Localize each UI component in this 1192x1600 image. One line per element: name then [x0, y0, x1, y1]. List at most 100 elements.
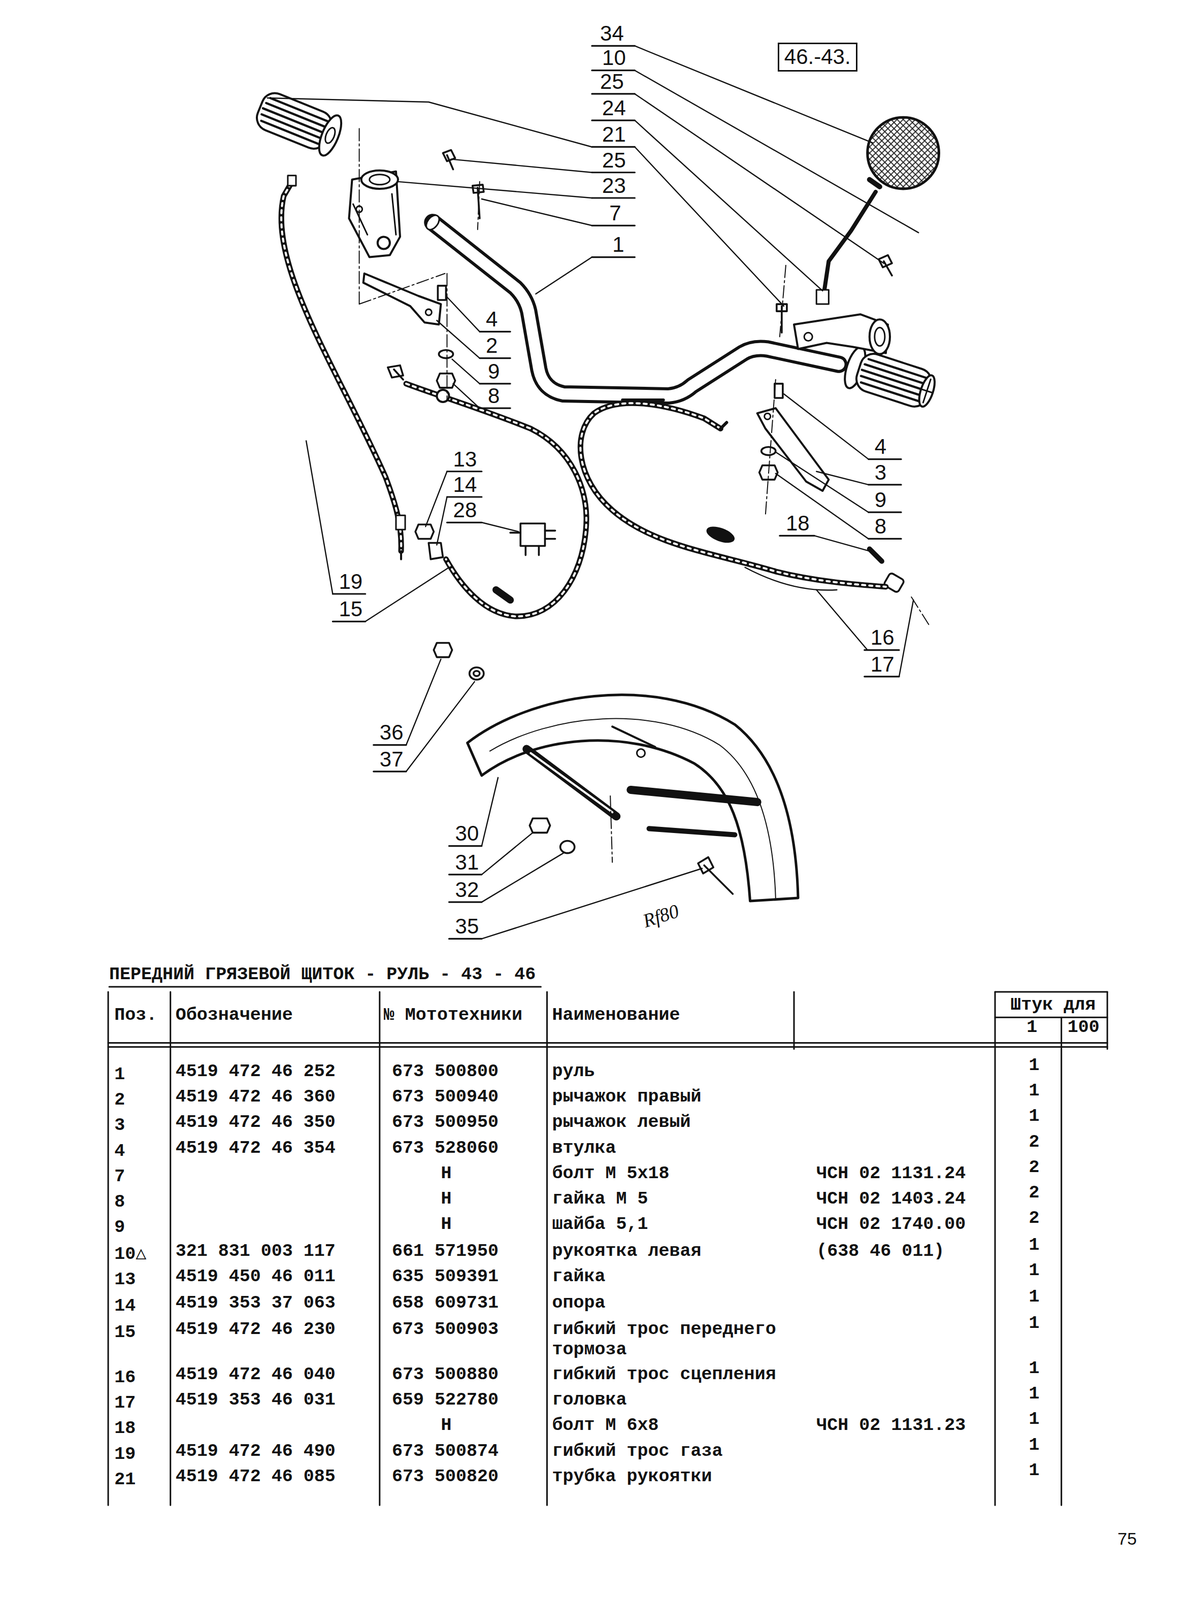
table-cell: Н: [440, 1188, 452, 1210]
right-grip: [840, 344, 940, 414]
table-cell: 19: [114, 1444, 136, 1465]
table-cell: 9: [114, 1217, 125, 1238]
table-cell: 673 500874: [391, 1441, 499, 1462]
table-cell: 16: [114, 1367, 136, 1388]
table-cell: ЧСН 02 1740.00: [816, 1214, 966, 1235]
callout-number: 2: [485, 334, 498, 358]
callout-number: 34: [600, 21, 624, 46]
table-cell: 661 571950: [391, 1241, 499, 1262]
table-cell: 673 528060: [391, 1138, 499, 1159]
table-cell: 673 500940: [391, 1086, 499, 1108]
table-cell: 1: [1028, 1080, 1040, 1102]
table-cell: 4519 472 46 252: [175, 1061, 336, 1082]
callout-number: 18: [785, 511, 810, 536]
table-cell: 1: [1028, 1383, 1040, 1405]
table-cell: 1: [1028, 1460, 1040, 1481]
table-cell: рычажок левый: [552, 1112, 791, 1133]
table-cell: болт М 6х8: [552, 1415, 791, 1436]
callout-number: 3: [874, 460, 887, 485]
callout-number: 4: [485, 307, 498, 331]
table-cell: 1: [1028, 1313, 1040, 1334]
table-cell: 673 500950: [391, 1112, 499, 1133]
table-cell: 13: [114, 1269, 136, 1290]
table-cell: 1: [1028, 1055, 1040, 1076]
callout-number: 35: [455, 914, 480, 939]
table-cell: 673 500880: [391, 1364, 499, 1385]
table-cell: 659 522780: [391, 1389, 499, 1411]
mirror: [816, 117, 939, 305]
table-cell: 7: [114, 1166, 125, 1187]
table-cell: 4519 472 46 040: [175, 1364, 336, 1385]
handlebar: [423, 212, 840, 401]
table-cell: 4519 472 46 350: [175, 1112, 336, 1133]
table-cell: 4519 472 46 360: [175, 1086, 336, 1108]
table-header: 100: [1067, 1017, 1100, 1038]
callout-number: 14: [453, 473, 478, 497]
table-cell: Н: [440, 1415, 452, 1436]
table-cell: 18: [114, 1418, 136, 1439]
table-cell: 10△: [114, 1244, 147, 1265]
table-cell: гибкий трос переднего тормоза: [552, 1319, 791, 1361]
table-cell: 4519 353 46 031: [175, 1389, 336, 1411]
table-cell: 17: [114, 1393, 136, 1414]
callout-number: 25: [602, 148, 626, 173]
table-cell: 658 609731: [391, 1293, 499, 1314]
table-header: Наименование: [552, 1005, 681, 1026]
table-cell: рычажок правый: [552, 1086, 791, 1108]
hardware: [415, 150, 905, 895]
signature: Rf80: [640, 900, 682, 933]
table-cell: 4519 472 46 490: [175, 1441, 336, 1462]
callout-number: 31: [455, 850, 480, 875]
leader-lines: [267, 45, 919, 939]
table-cell: 1: [1028, 1235, 1040, 1256]
table-cell: 14: [114, 1296, 136, 1317]
table-cell: 4519 472 46 230: [175, 1319, 336, 1340]
sheet-code: 46.-43.: [784, 45, 851, 69]
table-cell: 4519 353 37 063: [175, 1293, 336, 1314]
table-cell: шайба 5,1: [552, 1214, 791, 1235]
callout-number: 37: [379, 747, 404, 772]
table-cell: трубка рукоятки: [552, 1466, 791, 1487]
table-cell: 2: [1028, 1182, 1040, 1204]
table-cell: 673 500820: [391, 1466, 499, 1487]
table-cell: 635 509391: [391, 1266, 499, 1287]
table-cell: 2: [1028, 1208, 1040, 1229]
table-cell: 1: [1028, 1358, 1040, 1379]
table-header: Штук для: [1010, 995, 1096, 1016]
callout-number: 21: [602, 122, 626, 147]
table-cell: 1: [1028, 1286, 1040, 1308]
table-cell: 4519 450 46 011: [175, 1266, 336, 1287]
front-fender: [467, 694, 799, 902]
callout-number: 36: [379, 720, 404, 745]
callout-number: 16: [870, 625, 895, 650]
callout-number: 24: [602, 96, 626, 120]
callout-number: 10: [602, 46, 626, 70]
table-cell: (638 46 011): [816, 1241, 945, 1262]
callout-number: 7: [609, 201, 621, 225]
table-cell: гибкий трос газа: [552, 1441, 791, 1462]
table-cell: 321 831 003 117: [175, 1241, 336, 1262]
table-cell: опора: [552, 1293, 791, 1314]
table-cell: ЧСН 02 1403.24: [816, 1188, 966, 1210]
table-cell: гайка М 5: [552, 1188, 791, 1210]
callout-number: 30: [455, 821, 480, 846]
table-rules: [108, 986, 1108, 1506]
table-cell: 4519 472 46 085: [175, 1466, 336, 1487]
callout-number: 32: [455, 878, 480, 902]
table-cell: головка: [552, 1389, 791, 1411]
table-cell: 2: [1028, 1157, 1040, 1178]
callout-number: 1: [612, 233, 624, 257]
page-number: 75: [1117, 1529, 1137, 1549]
table-title: ПЕРЕДНИЙ ГРЯЗЕВОЙ ЩИТОК - РУЛЬ - 43 - 46: [109, 964, 536, 985]
table-header: № Мототехники: [383, 1005, 523, 1026]
callout-number: 8: [874, 514, 887, 539]
table-header: 1: [1026, 1017, 1038, 1038]
right-lever-housing: [757, 314, 890, 491]
table-cell: 673 500800: [391, 1061, 499, 1082]
sheet-code-box: 46.-43.: [777, 42, 858, 72]
table-header: Обозначение: [175, 1005, 293, 1026]
callout-number: 8: [487, 384, 500, 408]
table-cell: ЧСН 02 1131.24: [816, 1163, 966, 1184]
table-cell: 673 500903: [391, 1319, 499, 1340]
